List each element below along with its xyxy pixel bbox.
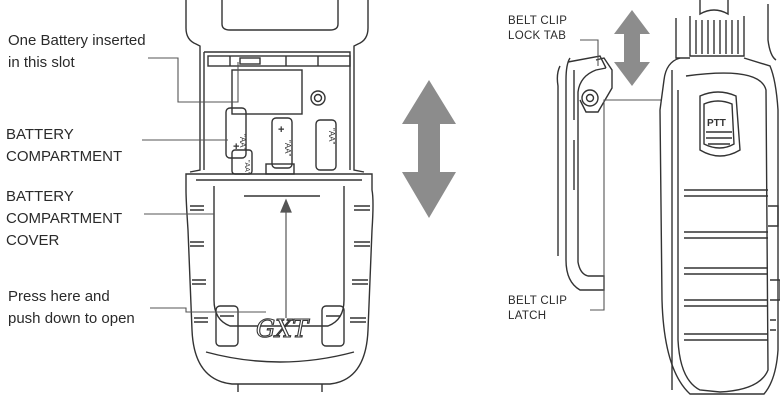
label-compartment-cover-line2: COMPARTMENT <box>6 210 123 227</box>
battery-markings: + + "AA" "AA" "AA" "AA" <box>233 124 336 175</box>
label-battery-compartment-line1: BATTERY <box>6 126 74 143</box>
label-press-here: Press here and push down to open <box>8 286 135 330</box>
ptt-label: PTT <box>707 118 726 129</box>
label-belt-clip-lock-tab: BELT CLIP LOCK TAB <box>508 14 567 44</box>
radio-back-view <box>185 0 369 175</box>
label-belt-clip-latch: BELT CLIP LATCH <box>508 294 567 324</box>
battery-label-4: "AA" <box>243 160 250 175</box>
leader-lines-left <box>142 57 266 313</box>
label-compartment-cover: BATTERY COMPARTMENT COVER <box>6 186 122 252</box>
battery-label-3: "AA" <box>327 128 336 145</box>
label-belt-clip-lock-tab-line1: BELT CLIP <box>508 15 568 27</box>
battery-label-1: "AA" <box>238 134 247 151</box>
label-compartment-cover-line1: BATTERY <box>6 188 74 205</box>
push-direction-arrow <box>280 198 292 318</box>
label-press-here-line1: Press here and <box>8 288 110 305</box>
label-battery-compartment: BATTERY COMPARTMENT <box>6 124 122 168</box>
leader-lines-right <box>580 39 662 311</box>
label-compartment-cover-line3: COVER <box>6 232 60 249</box>
large-double-arrow-icon <box>402 80 456 218</box>
label-battery-compartment-line2: COMPARTMENT <box>6 148 123 165</box>
label-belt-clip-latch-line2: LATCH <box>508 310 547 322</box>
gxt-logo: GXT <box>256 315 310 343</box>
label-battery-slot-line1: One Battery inserted <box>8 32 146 49</box>
battery-label-2: "AA" <box>283 140 292 157</box>
radio-side-view <box>659 0 780 395</box>
label-belt-clip-lock-tab-line2: LOCK TAB <box>508 30 567 42</box>
battery-compartment-cover <box>185 173 374 392</box>
label-battery-slot: One Battery inserted in this slot <box>8 30 146 74</box>
label-battery-slot-line2: in this slot <box>8 54 75 71</box>
battery-plus-1: + <box>233 141 239 153</box>
label-belt-clip-latch-line1: BELT CLIP <box>508 295 568 307</box>
battery-plus-2: + <box>278 124 284 136</box>
small-double-arrow-icon <box>614 10 650 86</box>
label-press-here-line2: push down to open <box>8 310 135 327</box>
